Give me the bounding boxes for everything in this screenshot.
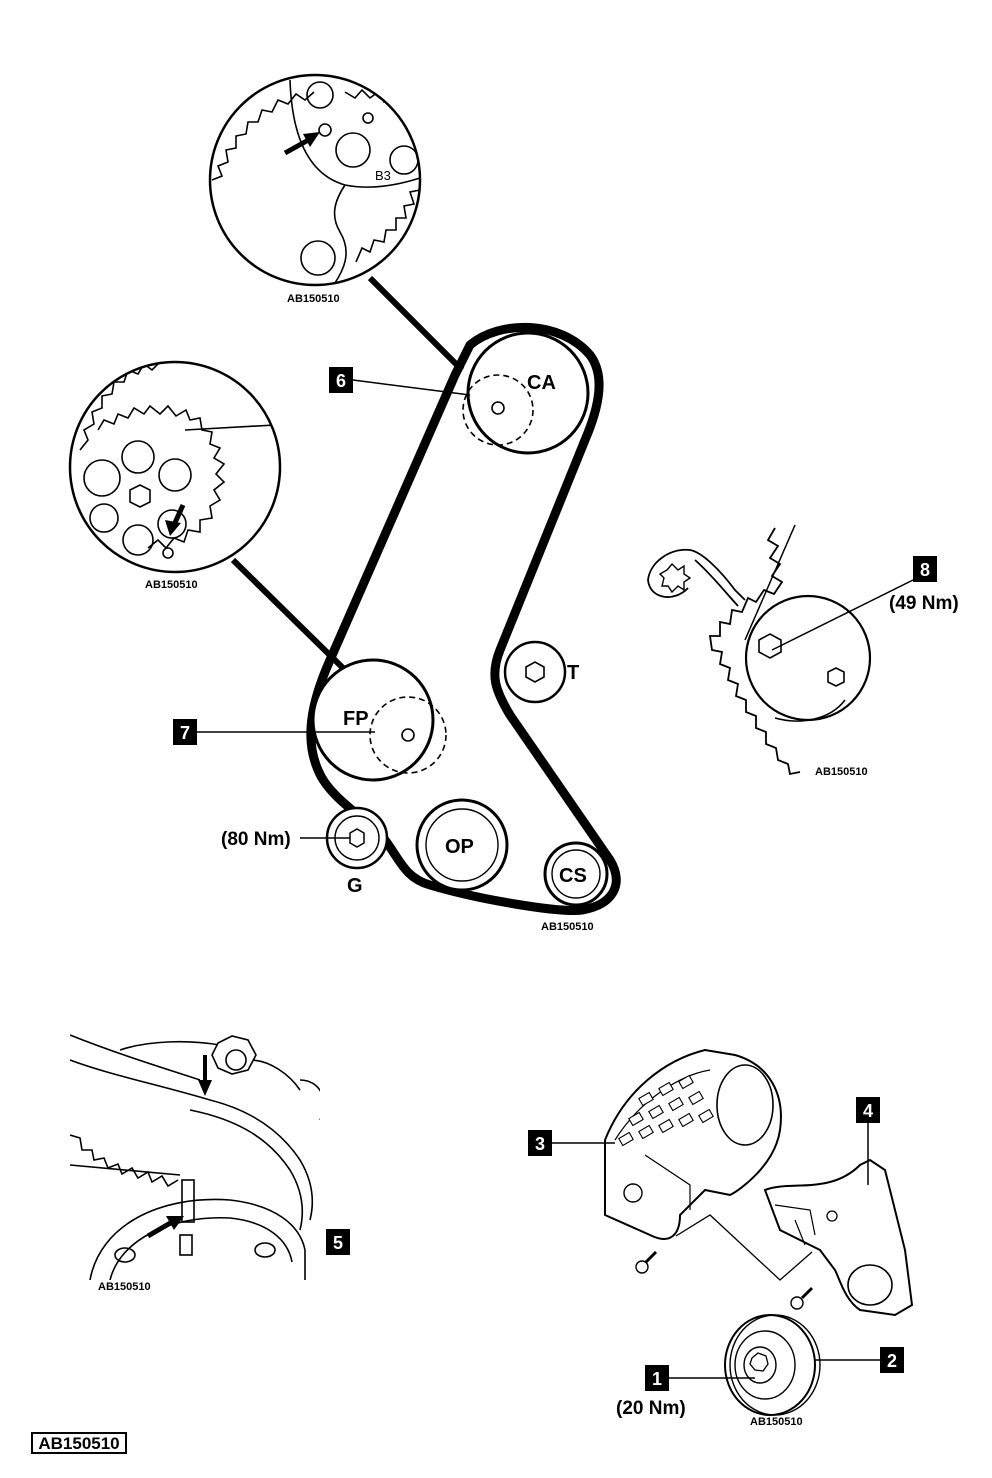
callout-6-label: 6	[336, 371, 346, 391]
left-inset-ref: AB150510	[145, 579, 198, 591]
pulley-label-fp: FP	[343, 708, 369, 730]
crankshaft-detail-inset: 5 AB150510	[70, 1034, 350, 1293]
main-belt-ref: AB150510	[541, 921, 594, 933]
oil-pump-pulley: OP	[415, 798, 509, 892]
callout-8-label: 8	[920, 560, 930, 580]
pulley-label-ca: CA	[527, 372, 556, 394]
pulley-label-t: T	[567, 662, 579, 684]
callout-2-label: 2	[887, 1351, 897, 1371]
top-inset-ref: AB150510	[287, 293, 340, 305]
callout-4-label: 4	[863, 1101, 873, 1121]
tensioner-pulley: T	[503, 640, 579, 704]
pulley-label-op: OP	[445, 836, 474, 858]
camshaft-mark-label: B3	[375, 168, 391, 183]
timing-covers-exploded: 3 4 2 1 (20 Nm) AB150510	[528, 1048, 914, 1428]
callout-1-label: 1	[652, 1369, 662, 1389]
callout-3-label: 3	[535, 1134, 545, 1154]
guide-idler-pulley: G (80 Nm)	[221, 806, 389, 897]
callout-5-label: 5	[333, 1233, 343, 1253]
crankshaft-pulley: CS	[543, 841, 609, 907]
callout-7: 7	[173, 719, 375, 745]
pulley-label-g: G	[347, 875, 363, 897]
torque-8: (49 Nm)	[889, 593, 959, 614]
crank-pulley-ref: AB150510	[750, 1416, 803, 1428]
timing-belt	[306, 322, 621, 915]
callout-6: 6	[329, 367, 471, 396]
camshaft-pulley: CA	[462, 331, 590, 455]
fuel-pump-detail-inset: AB150510	[68, 360, 282, 591]
crank-inset-ref: AB150510	[98, 1281, 151, 1293]
callout-7-label: 7	[180, 723, 190, 743]
fuel-pump-pulley: FP	[311, 658, 447, 782]
left-inset-leader	[230, 557, 348, 673]
torque-g: (80 Nm)	[221, 829, 291, 850]
tensioner-detail: 8 (49 Nm) AB150510	[647, 524, 959, 778]
top-inset-leader	[367, 275, 465, 373]
tensioner-ref: AB150510	[815, 766, 868, 778]
camshaft-detail-inset: B3 AB150510	[208, 73, 422, 305]
pulley-label-cs: CS	[559, 865, 587, 887]
figure-id-box: AB150510	[31, 1432, 127, 1454]
torque-1: (20 Nm)	[616, 1398, 686, 1419]
